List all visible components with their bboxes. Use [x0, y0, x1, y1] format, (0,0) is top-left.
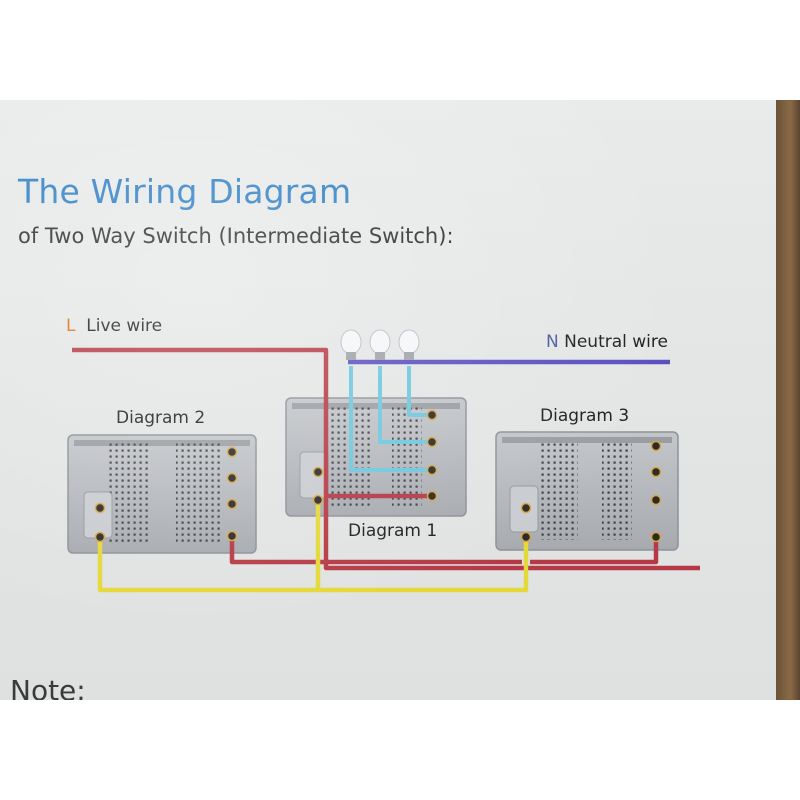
- page-title: The Wiring Diagram: [18, 172, 352, 211]
- neutral-wire-text: Neutral wire: [564, 332, 668, 352]
- switch-label-diagram-2: Diagram 2: [116, 408, 206, 428]
- live-wire-prefix: L: [66, 316, 76, 336]
- traveler-wires: [97, 500, 529, 593]
- switch-diagram-2: [67, 434, 257, 554]
- terminal-screw-icon: [94, 409, 662, 543]
- background-edge: [776, 100, 800, 700]
- note-heading: Note:: [10, 674, 86, 700]
- live-wire: [72, 347, 700, 571]
- photo-frame: The Wiring Diagram of Two Way Switch (In…: [0, 100, 800, 700]
- wiring-diagram: [67, 329, 700, 593]
- light-bulb-icon: [398, 329, 420, 360]
- switch-label-diagram-1: Diagram 1: [348, 521, 438, 541]
- neutral-wire-prefix: N: [546, 332, 559, 352]
- lamp-wires: [349, 366, 432, 472]
- light-bulb-icon: [369, 329, 391, 360]
- live-wire-text: Live wire: [86, 316, 163, 336]
- neutral-wire-label: N Neutral wire: [546, 332, 668, 352]
- live-wire-label: L Live wire: [66, 316, 162, 336]
- light-bulb-icon: [340, 329, 362, 360]
- switch-label-diagram-3: Diagram 3: [540, 406, 630, 426]
- page-subtitle: of Two Way Switch (Intermediate Switch):: [18, 224, 454, 248]
- paper-sheet: The Wiring Diagram of Two Way Switch (In…: [0, 100, 782, 700]
- switch-diagram-3: [495, 431, 679, 551]
- switch-diagram-1: [285, 397, 467, 517]
